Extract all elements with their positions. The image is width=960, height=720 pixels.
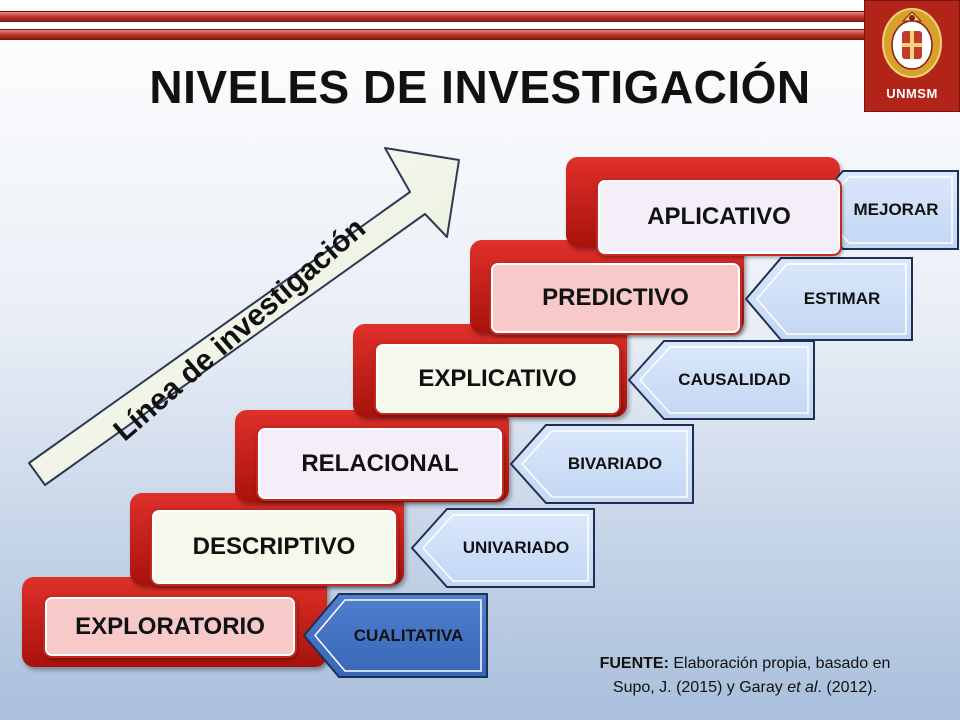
source-text-1: Elaboración propia, basado en [668, 655, 891, 672]
level-box: APLICATIVO [596, 178, 842, 256]
source-text-2: Supo, J. (2015) y Garay [612, 679, 788, 696]
level-tag: CAUSALIDAD [628, 340, 815, 420]
level-tag: UNIVARIADO [411, 508, 595, 588]
level-tag: CUALITATIVA [303, 593, 488, 678]
source-label: FUENTE: [599, 655, 669, 672]
source-note: FUENTE: Elaboración propia, basado en Su… [540, 652, 950, 700]
level-box: PREDICTIVO [489, 261, 742, 335]
level-box: EXPLICATIVO [374, 342, 621, 415]
level-tag: ESTIMAR [745, 257, 913, 341]
source-text-3: . (2012). [817, 679, 878, 696]
source-etal: et al [787, 679, 818, 696]
level-box: DESCRIPTIVO [150, 508, 398, 586]
unmsm-logo: UNMSM [864, 0, 960, 112]
level-box: EXPLORATORIO [43, 595, 297, 658]
page-title: NIVELES DE INVESTIGACIÓN [149, 61, 811, 113]
logo-text: UNMSM [886, 86, 938, 101]
top-band-upper [0, 11, 866, 22]
crest-icon [882, 8, 942, 78]
level-tag: BIVARIADO [510, 424, 694, 504]
level-box: RELACIONAL [256, 426, 504, 501]
top-band-lower [0, 29, 866, 40]
